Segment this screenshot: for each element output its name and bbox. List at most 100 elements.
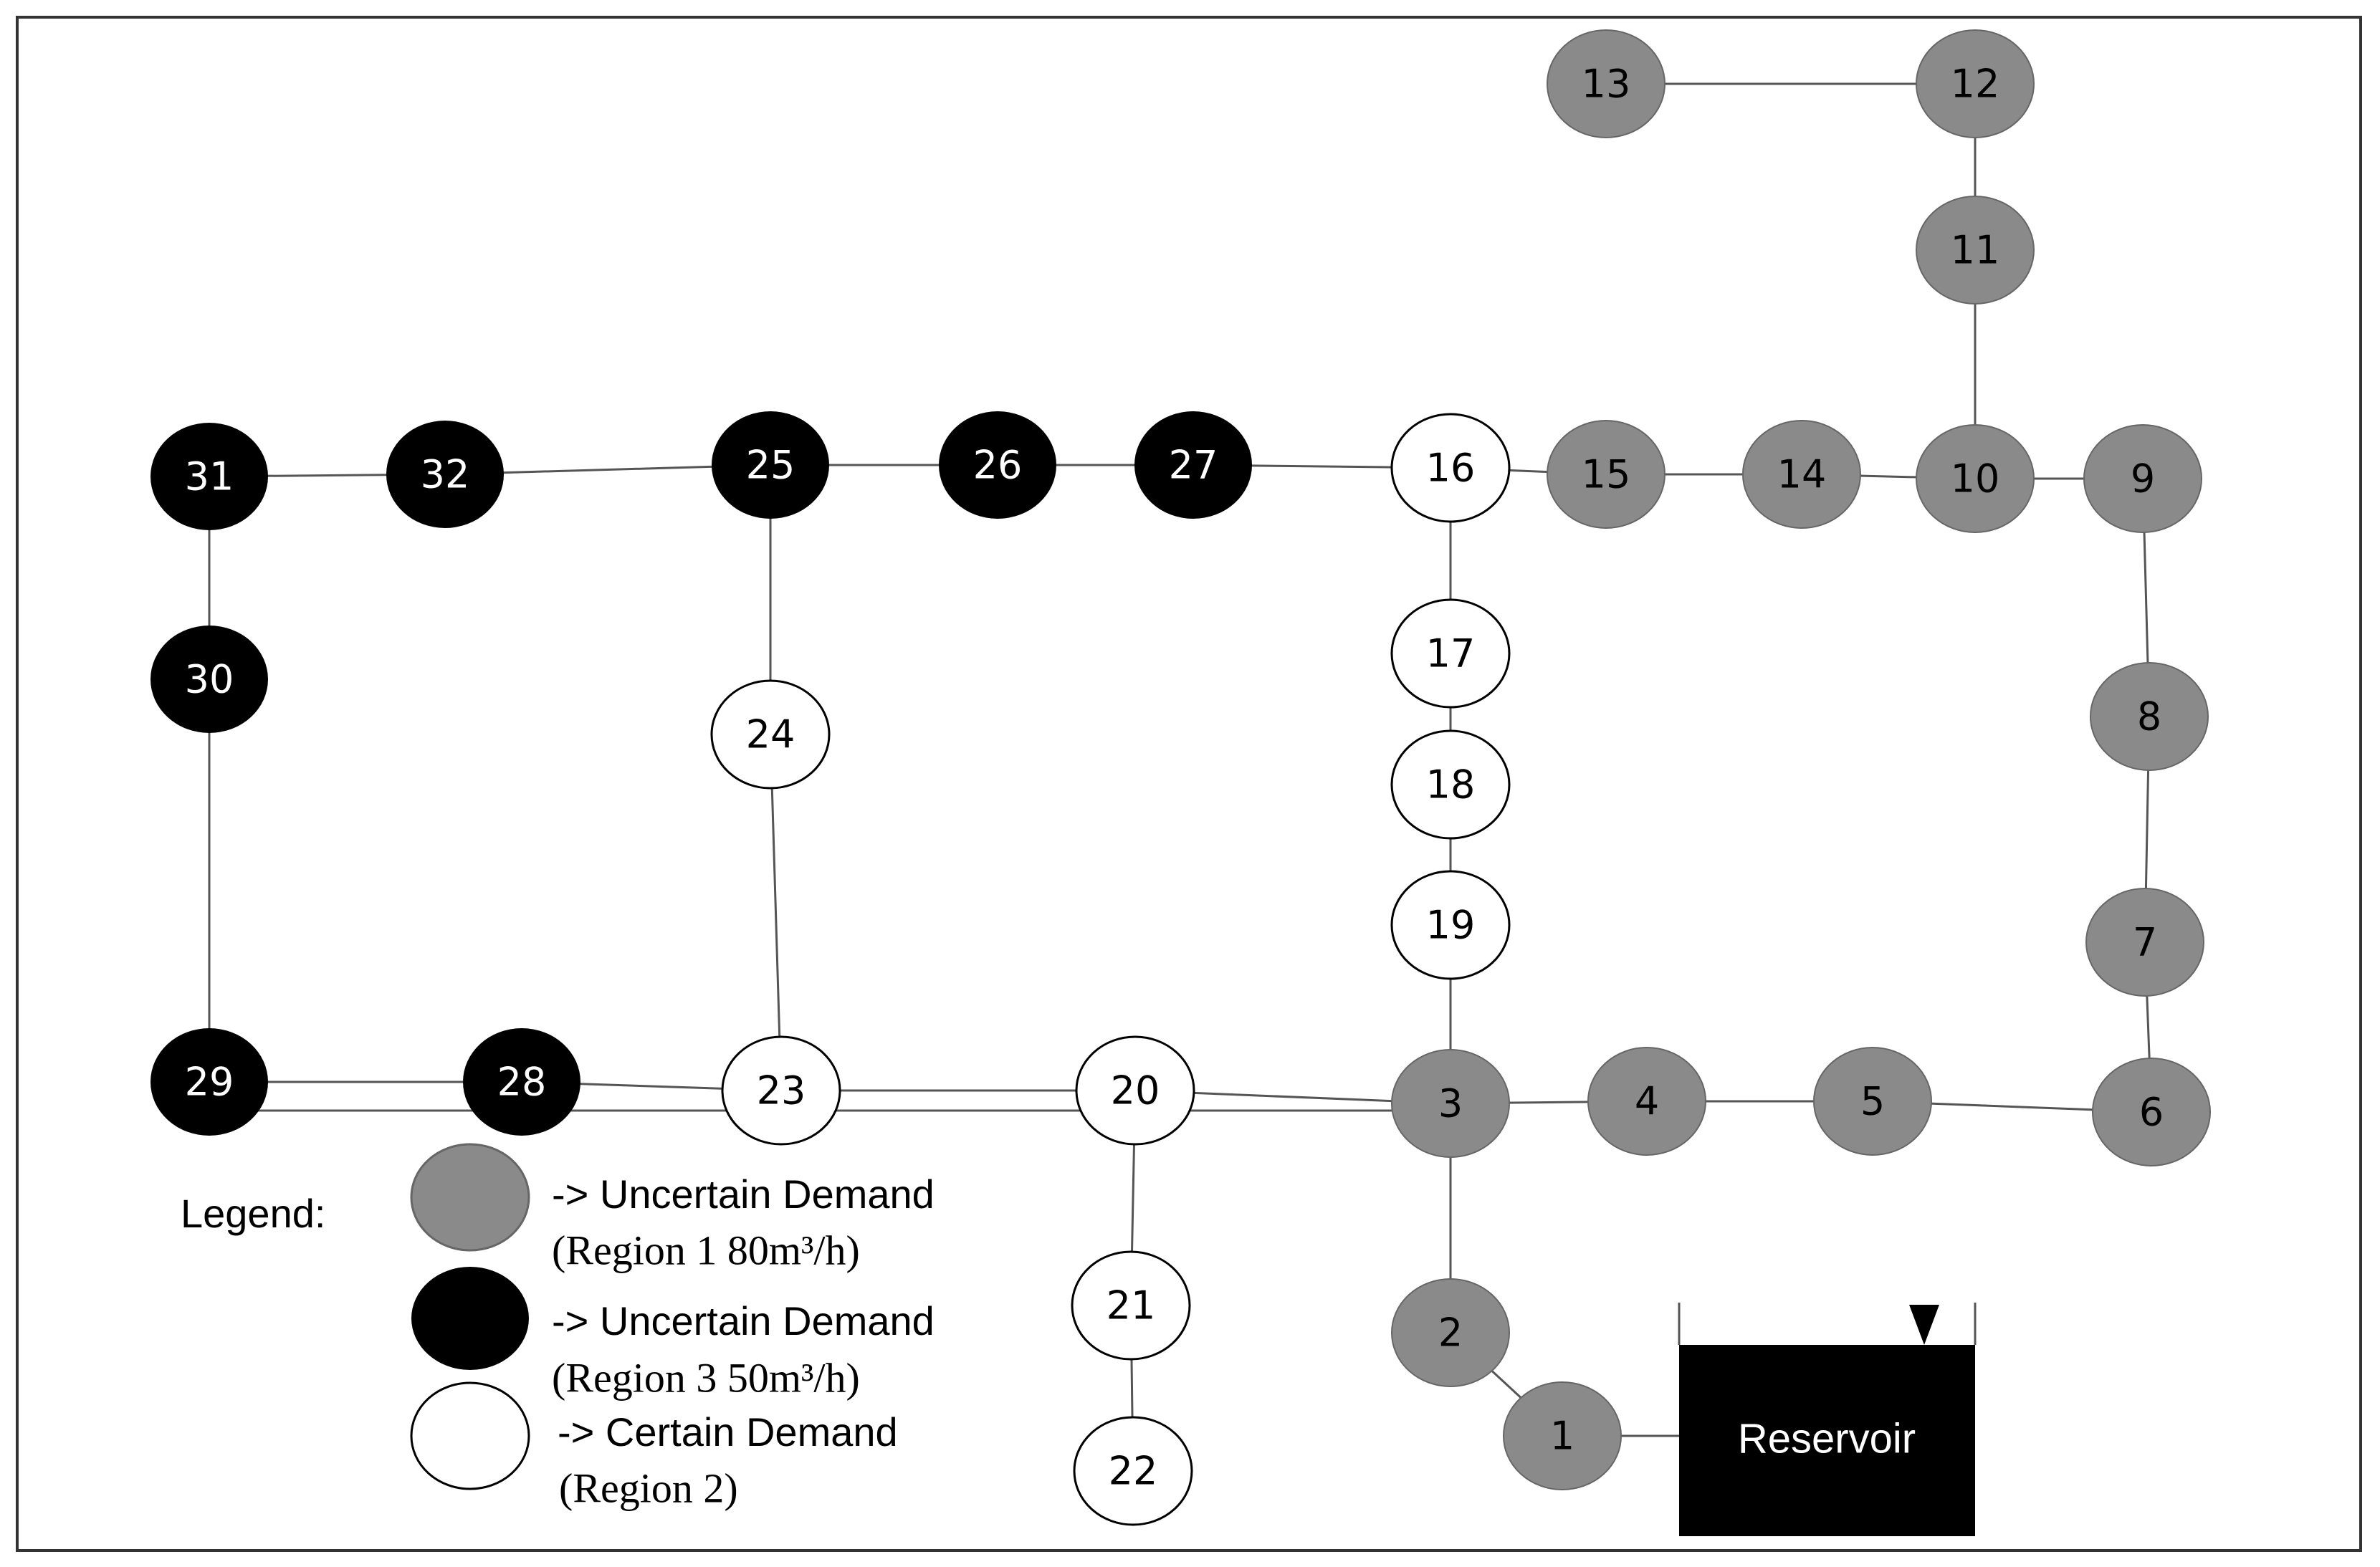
junction-node-19: 19 [1390,870,1511,980]
junction-node-8: 8 [2090,662,2209,771]
node-label: 26 [973,443,1023,488]
legend-item-label: -> Certain Demand [558,1409,898,1455]
node-circle [2083,424,2202,533]
node-circle [1071,1250,1191,1361]
junction-node-25: 25 [712,411,829,519]
node-label: 2 [1438,1310,1463,1356]
node-circle [1073,1416,1193,1526]
node-circle [1813,1047,1932,1156]
junction-node-27: 27 [1134,411,1252,519]
node-label: 18 [1426,762,1476,808]
node-circle [150,1028,268,1136]
junction-node-6: 6 [2092,1058,2211,1166]
node-label: 13 [1582,62,1631,107]
node-label: 5 [1860,1079,1885,1124]
node-label: 17 [1426,631,1476,676]
node-circle [721,1035,841,1146]
junction-node-30: 30 [150,626,268,733]
legend-item-uncertain-region3: -> Uncertain Demand (Region 3 50m³/h) [411,1267,935,1401]
junction-node-26: 26 [939,411,1056,519]
node-circle [1916,29,2035,138]
node-circle [712,411,829,519]
junction-node-7: 7 [2085,888,2204,997]
node-label: 12 [1951,62,2000,107]
node-label: 21 [1107,1283,1156,1328]
node-circle [1391,1278,1510,1387]
reservoir-label: Reservoir [1738,1415,1916,1462]
node-label: 7 [2133,920,2157,965]
node-circle [2092,1058,2211,1166]
node-circle [150,423,268,530]
node-circle [150,626,268,733]
node-circle [386,421,504,528]
junction-node-24: 24 [710,679,831,790]
node-circle [1547,29,1665,138]
junction-node-5: 5 [1813,1047,1932,1156]
legend: Legend: -> Uncertain Demand (Region 1 80… [181,1143,935,1511]
junction-node-31: 31 [150,423,268,530]
legend-item-certain-region2: -> Certain Demand (Region 2) [410,1381,898,1511]
legend-item-detail: (Region 3 50m³/h) [552,1354,860,1401]
junction-node-17: 17 [1390,598,1511,709]
node-circle [1916,196,2035,305]
junction-node-28: 28 [463,1028,580,1136]
pipe-24-23 [769,734,783,1091]
junction-node-20: 20 [1075,1035,1195,1146]
reservoir: Reservoir [1678,1303,1977,1536]
node-circle [1391,1049,1510,1158]
node-circle [1134,411,1252,519]
junction-node-10: 10 [1916,424,2035,533]
node-circle [1587,1047,1706,1156]
legend-swatch-white-circle [410,1381,530,1490]
node-label: 32 [421,452,470,497]
junction-node-21: 21 [1071,1250,1191,1361]
node-label: 24 [746,712,795,757]
node-circle [463,1028,580,1136]
junction-node-15: 15 [1547,420,1665,529]
node-label: 11 [1951,228,2000,273]
node-circle [2085,888,2204,997]
legend-swatch-black-circle [411,1267,529,1370]
node-label: 27 [1169,443,1218,488]
legend-item-label: -> Uncertain Demand [552,1171,935,1217]
node-label: 15 [1582,452,1631,497]
node-label: 3 [1438,1081,1463,1126]
node-circle [1390,729,1511,840]
legend-item-label: -> Uncertain Demand [552,1298,935,1343]
node-label: 16 [1426,446,1476,491]
node-circle [710,679,831,790]
node-label: 8 [2137,694,2161,739]
junction-node-1: 1 [1503,1381,1622,1490]
legend-item-detail: (Region 1 80m³/h) [552,1227,860,1273]
node-label: 6 [2139,1090,2164,1135]
junction-node-13: 13 [1547,29,1665,138]
legend-title: Legend: [181,1191,325,1236]
junction-node-11: 11 [1916,196,2035,305]
node-label: 30 [185,657,234,702]
junction-node-4: 4 [1587,1047,1706,1156]
node-label: 14 [1777,452,1827,497]
node-circle [1075,1035,1195,1146]
junction-node-18: 18 [1390,729,1511,840]
node-label: 9 [2131,456,2155,502]
node-label: 20 [1111,1068,1160,1113]
junction-node-32: 32 [386,421,504,528]
node-label: 22 [1109,1449,1158,1494]
node-label: 31 [185,454,234,499]
node-circle [2090,662,2209,771]
node-label: 1 [1550,1414,1574,1459]
reservoir-tank [1679,1345,1975,1536]
junction-node-14: 14 [1742,420,1861,529]
junction-node-9: 9 [2083,424,2202,533]
node-circle [1547,420,1665,529]
node-label: 29 [185,1060,234,1105]
water-level-marker-icon [1909,1305,1939,1345]
junction-node-12: 12 [1916,29,2035,138]
node-circle [1916,424,2035,533]
node-label: 19 [1426,903,1476,948]
node-circle [1503,1381,1622,1490]
node-label: 25 [746,443,795,488]
legend-item-detail: (Region 2) [559,1465,738,1511]
legend-item-uncertain-region1: -> Uncertain Demand (Region 1 80m³/h) [410,1143,935,1273]
